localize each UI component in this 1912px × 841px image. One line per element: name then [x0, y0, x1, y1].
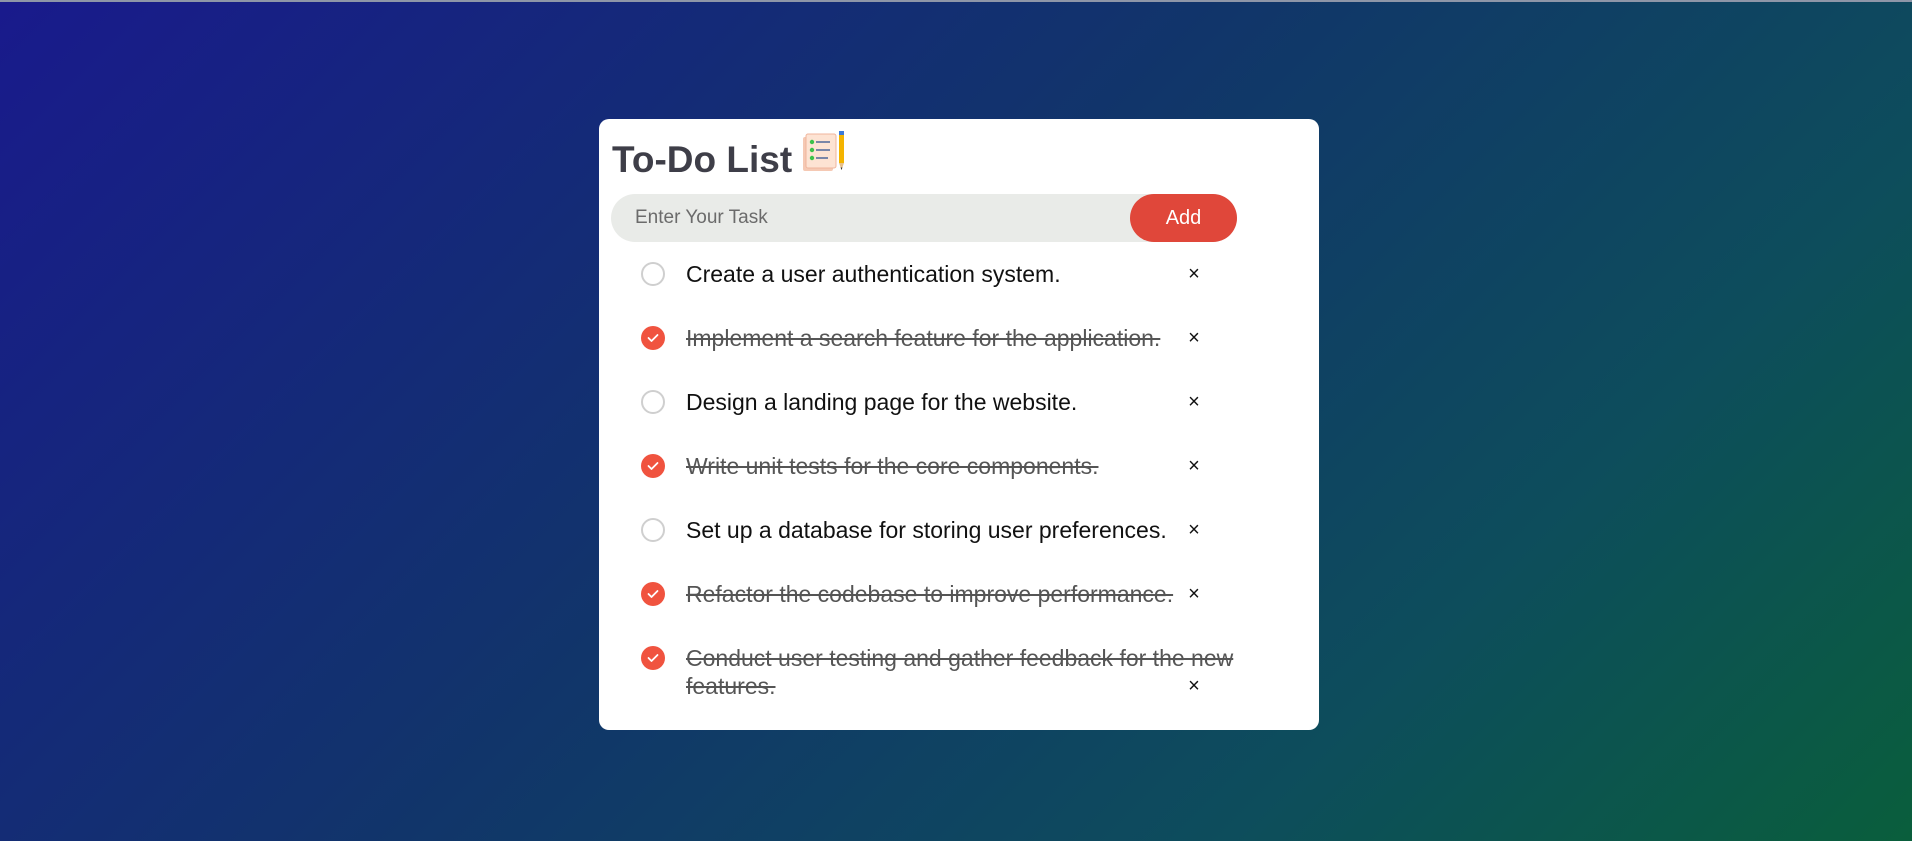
header: To-Do List [612, 131, 848, 185]
checklist-pencil-icon [803, 131, 845, 171]
close-icon[interactable]: × [1188, 263, 1200, 285]
add-button[interactable]: Add [1130, 194, 1237, 242]
close-icon[interactable]: × [1188, 327, 1200, 349]
browser-top-border [0, 0, 1912, 2]
task-text: Conduct user testing and gather feedback… [686, 645, 1234, 699]
checked-circle-icon[interactable] [641, 582, 665, 606]
close-icon[interactable]: × [1188, 583, 1200, 605]
close-icon[interactable]: × [1188, 455, 1200, 477]
close-icon[interactable]: × [1188, 519, 1200, 541]
task-text: Design a landing page for the website. [686, 389, 1078, 415]
task-text: Create a user authentication system. [686, 261, 1061, 287]
unchecked-circle-icon[interactable] [641, 262, 665, 286]
close-icon[interactable]: × [1188, 675, 1200, 697]
task-input[interactable] [611, 194, 1131, 242]
checked-circle-icon[interactable] [641, 454, 665, 478]
task-input-row: Add [611, 194, 1237, 242]
task-text: Implement a search feature for the appli… [686, 325, 1161, 351]
checked-circle-icon[interactable] [641, 646, 665, 670]
task-text: Refactor the codebase to improve perform… [686, 581, 1174, 607]
close-icon[interactable]: × [1188, 391, 1200, 413]
checked-circle-icon[interactable] [641, 326, 665, 350]
task-text: Set up a database for storing user prefe… [686, 517, 1167, 543]
unchecked-circle-icon[interactable] [641, 518, 665, 542]
page-title: To-Do List [612, 138, 793, 180]
task-text: Write unit tests for the core components… [686, 453, 1099, 479]
todo-card: To-Do List Add Create a user authenticat… [599, 119, 1319, 730]
unchecked-circle-icon[interactable] [641, 390, 665, 414]
